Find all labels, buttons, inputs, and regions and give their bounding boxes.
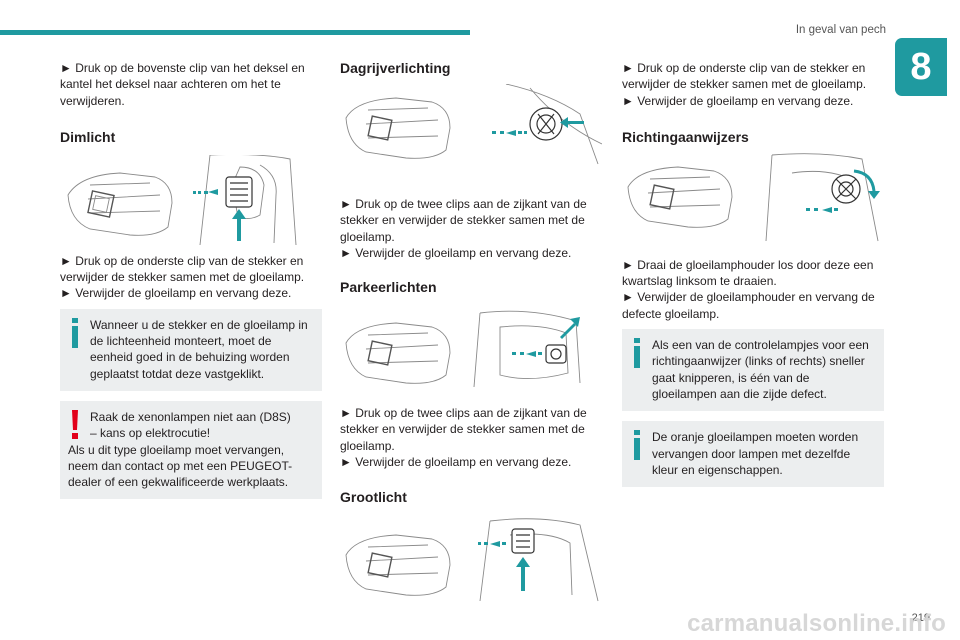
warning-line-1: Raak de xenonlampen niet aan (D8S) [90,409,291,424]
warning-line-2: – kans op elektrocutie! [90,426,211,441]
column-1: ► Druk op de bovenste clip van het dekse… [60,60,322,500]
richting-step-2: ► Verwijder de gloeilamphouder en vervan… [622,290,875,321]
info-note-text: Wanneer u de stekker en de gloeilamp in … [90,317,308,381]
info-note-text: De oranje gloeilampen moeten worden verv… [652,430,859,477]
info-note-richting-1: Als een van de controlelampjes voor een … [622,329,884,412]
col3-intro-2: ► Verwijder de gloeilamp en vervang deze… [622,93,854,108]
parkeer-illustration [345,310,581,388]
info-note-richting-2: De oranje gloeilampen moeten worden verv… [622,421,884,488]
col3-intro-1: ► Druk op de onderste clip van de stekke… [622,61,867,92]
parkeer-step-1: ► Druk op de twee clips aan de zijkant v… [340,406,587,453]
heading-richting: Richtingaanwijzers [622,128,749,145]
warning-icon [72,409,78,439]
info-icon [634,338,640,369]
heading-dagrij: Dagrijverlichting [340,60,451,76]
dagrij-step-2: ► Verwijder de gloeilamp en vervang deze… [340,245,572,260]
info-note-text: Als een van de controlelampjes voor een … [652,338,869,401]
warning-line-3: Als u dit type gloeilamp moet vervangen,… [68,442,293,490]
richting-step-1: ► Draai de gloeilamphouder los door deze… [622,257,874,289]
dagrij-step-1: ► Druk op de twee clips aan de zijkant v… [340,197,587,244]
parkeer-step-2: ► Verwijder de gloeilamp en vervang deze… [340,455,572,470]
top-accent-bar [0,30,470,35]
richting-illustration [627,153,880,241]
section-title: In geval van pech [795,24,886,36]
info-icon [634,430,640,461]
intro-instruction: ► Druk op de bovenste clip van het dekse… [60,61,305,108]
heading-groot: Grootlicht [340,489,407,506]
column-2: Dagrijverlichting ► Druk op de twee clip… [340,60,602,607]
dimlicht-step-1: ► Druk op de onderste clip van de stekke… [60,253,305,285]
dagrij-illustration [345,84,602,165]
heading-parkeer: Parkeerlichten [340,279,437,296]
dimlicht-illustration [67,154,297,245]
dimlicht-step-2: ► Verwijder de gloeilamp en vervang deze… [60,286,292,301]
info-note: Wanneer u de stekker en de gloeilamp in … [60,308,322,391]
grootlicht-illustration [345,518,599,602]
warning-note: Raak de xenonlampen niet aan (D8S) – kan… [60,400,322,500]
column-3: ► Druk op de onderste clip van de stekke… [622,60,884,488]
watermark-url: carmanualsonline.info [687,610,946,637]
chapter-badge: 8 [895,38,947,96]
page-number: 219 [911,612,930,624]
info-icon [72,317,78,348]
heading-dimlicht: Dimlicht [60,128,116,145]
